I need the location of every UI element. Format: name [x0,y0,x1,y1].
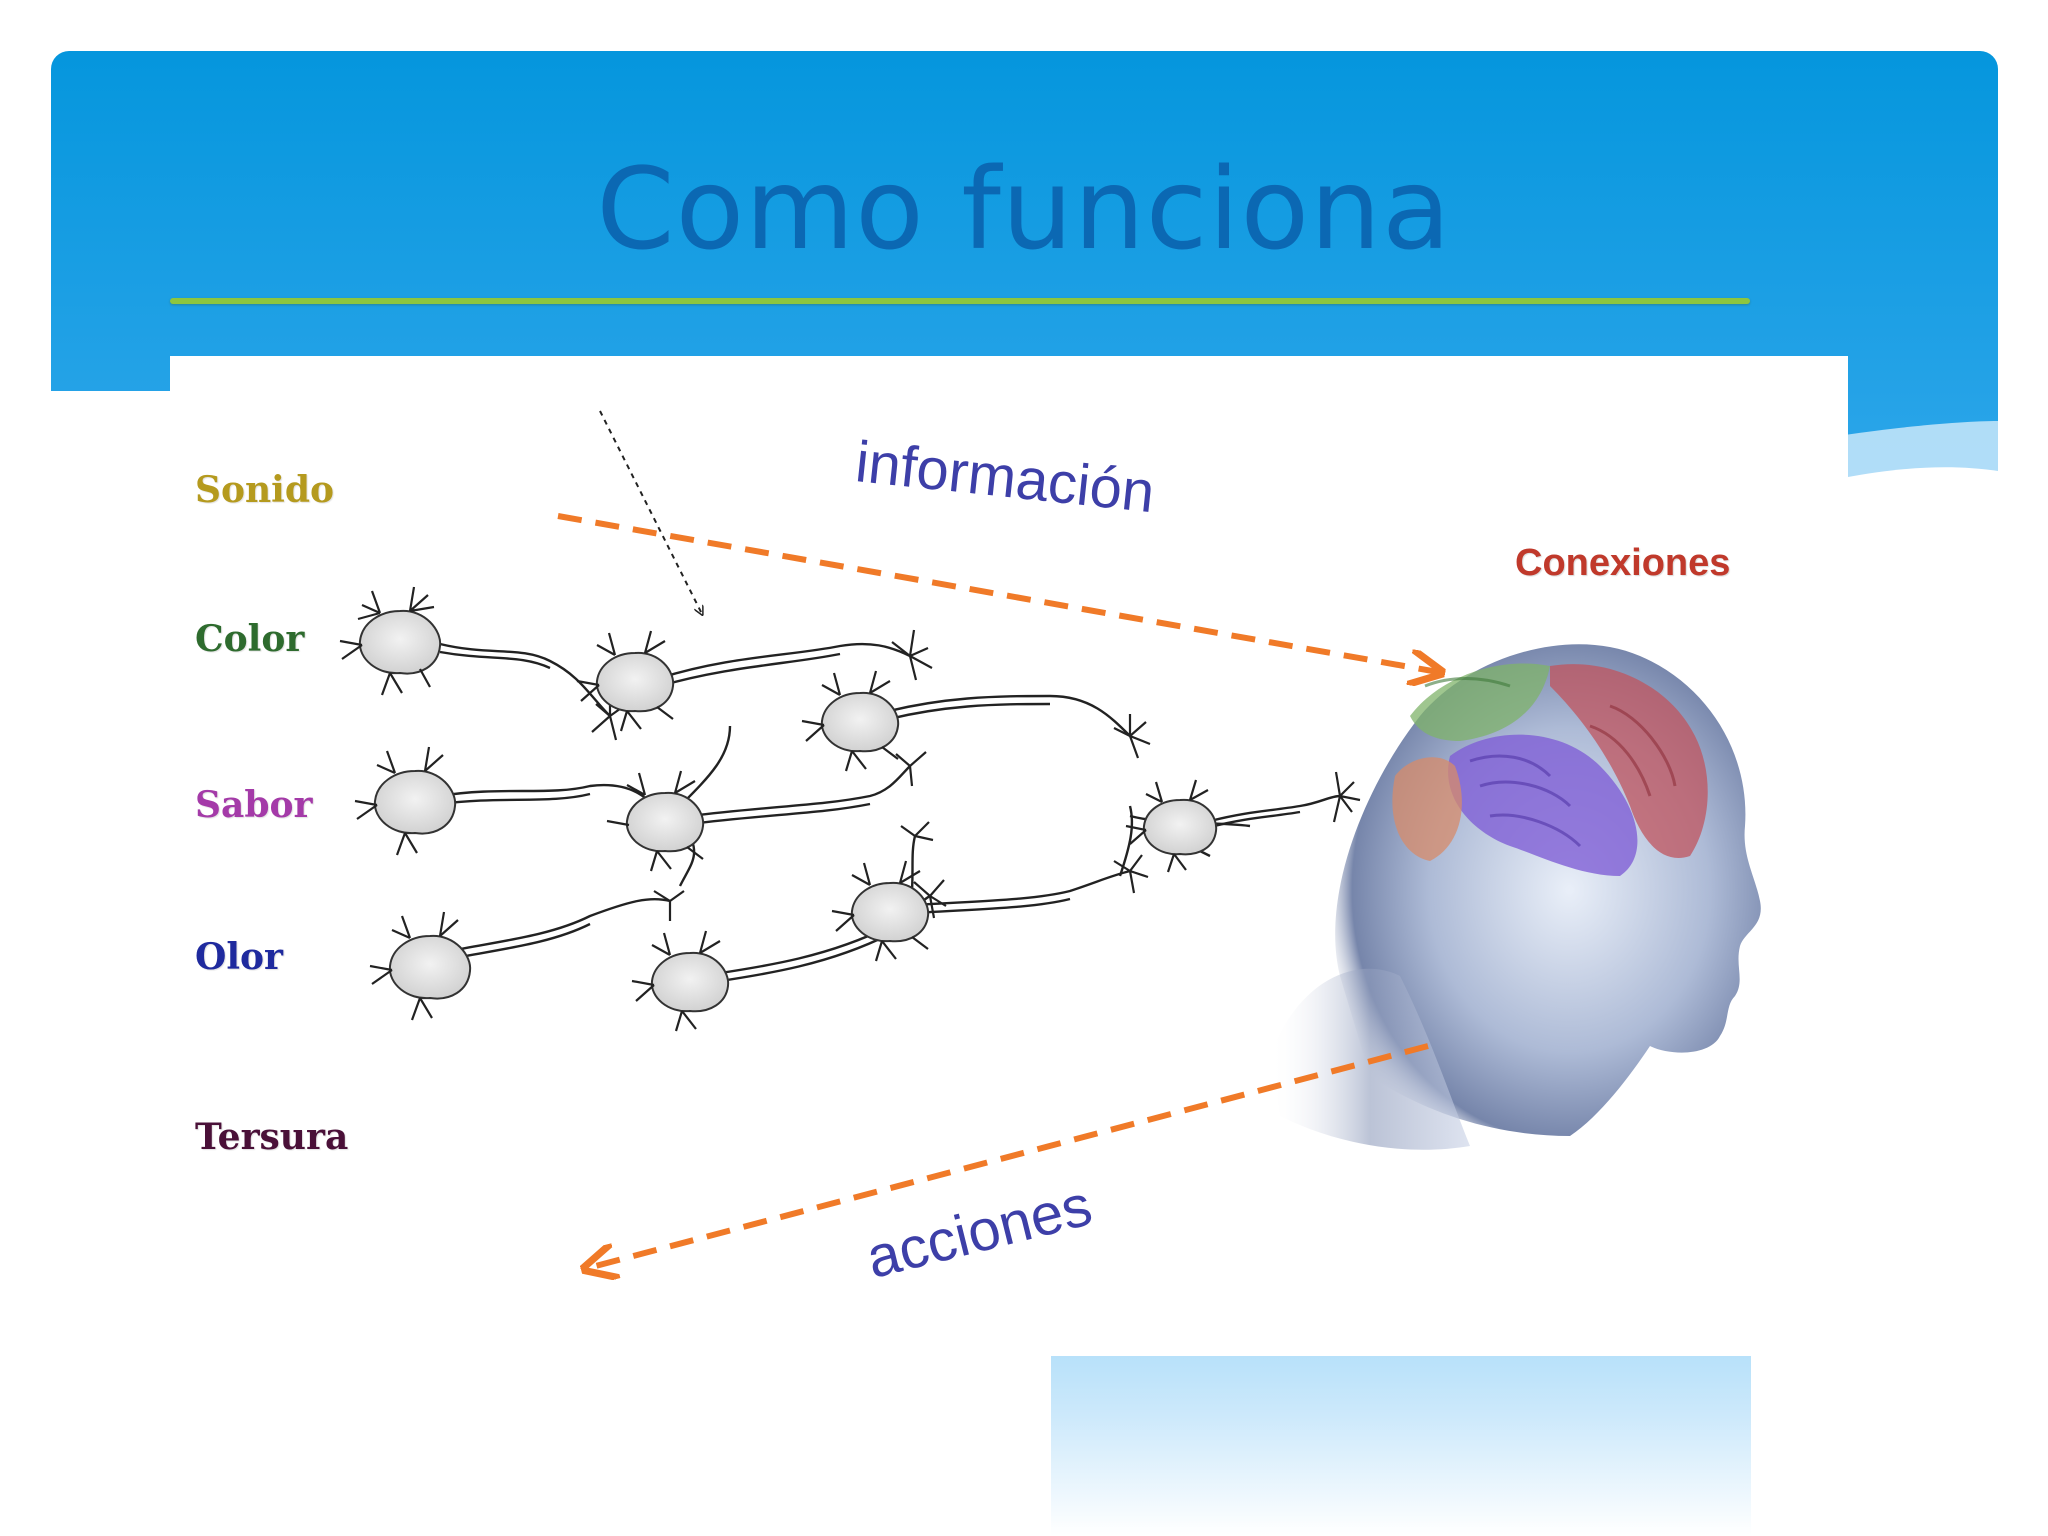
neuron-cell [576,630,675,732]
neuron-cell [606,770,705,872]
neuron-cell [354,746,457,856]
slide-title: Como funciona [596,145,1452,275]
actions-arrow [588,1043,1429,1268]
neuron-cell [801,670,900,772]
sense-label-sonido: Sonido [195,469,335,511]
neuron-cell [369,911,472,1021]
neuron-cell [1125,779,1218,873]
neuron-diagram [339,410,1761,1356]
diagram-panel: Sonido Color Sabor Olor Tersura informac… [170,356,1848,1356]
title-underline [170,298,1750,304]
pointer-arrow [599,410,702,614]
sense-label-sabor: Sabor [195,784,313,826]
neuron-cell [339,586,442,696]
head-illustration [1270,644,1761,1150]
neuron-cell [831,860,930,962]
sense-label-color: Color [195,618,305,660]
connections-label: Conexiones [1515,542,1731,584]
neuron-cell [631,930,730,1032]
information-arrow [557,513,1438,672]
neuron-cells [339,586,1218,1032]
sense-label-tersura: Tersura [195,1116,349,1158]
neuron-axons [439,642,1341,986]
sense-label-olor: Olor [195,936,284,978]
